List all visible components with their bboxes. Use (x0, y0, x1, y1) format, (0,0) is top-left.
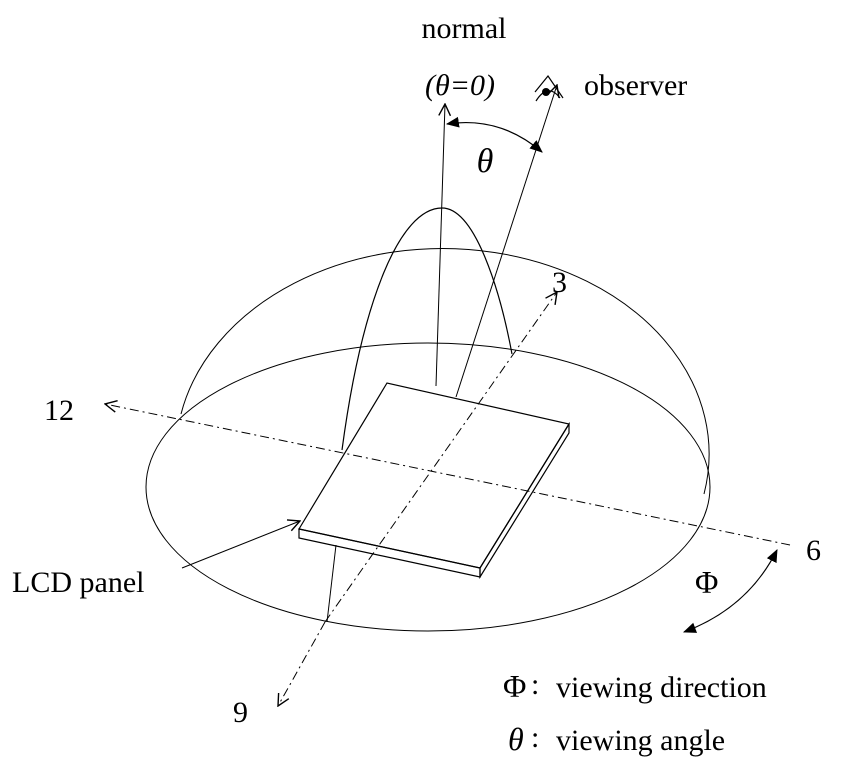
phi-arc (682, 549, 778, 633)
base-ellipse (145, 342, 711, 632)
axis-12-6 (105, 404, 791, 546)
legend-phi-symbol: Φ (503, 668, 526, 704)
theta-arc (445, 116, 543, 153)
legend-phi-separator: : (531, 668, 539, 701)
viewing-line (455, 85, 557, 398)
axis-9-lower (278, 621, 326, 706)
axis-9-label: 9 (233, 696, 248, 729)
legend-theta-symbol: θ (508, 721, 524, 757)
phi-label: Φ (695, 564, 718, 600)
lcd-panel-label: LCD panel (12, 566, 144, 599)
meridian-arc (341, 207, 513, 451)
legend-theta-separator: : (531, 721, 539, 754)
hemisphere-dome (180, 248, 710, 495)
axis-6-label: 6 (806, 534, 821, 567)
axis-12-label: 12 (44, 394, 74, 427)
axis-9-3 (324, 292, 557, 623)
lcd-panel-top (298, 382, 570, 569)
axis-3-label: 3 (552, 266, 567, 299)
lcd-panel-side-edge (479, 421, 570, 580)
legend-phi-text: viewing direction (556, 671, 767, 704)
legend-theta-text: viewing angle (556, 724, 725, 757)
lcd-panel-front-edge (298, 528, 481, 578)
panel-stem (326, 544, 337, 623)
normal-line (435, 104, 445, 387)
normal-label: normal (422, 12, 507, 45)
normal-theta-label: (θ=0) (425, 69, 495, 102)
eye-icon (534, 74, 564, 102)
theta-label: θ (477, 143, 494, 180)
lcd-panel-leader (181, 521, 300, 569)
legend: Φ : viewing direction θ : viewing angle (503, 668, 767, 757)
observer-label: observer (584, 69, 687, 102)
